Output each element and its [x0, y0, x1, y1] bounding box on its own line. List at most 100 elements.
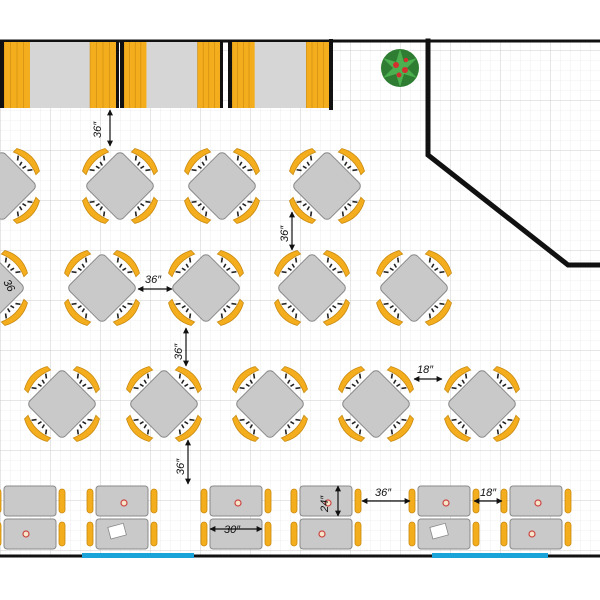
potted-plant-icon [381, 49, 419, 87]
four-top-table [338, 366, 414, 442]
chair [126, 366, 154, 394]
four-top-table [289, 148, 365, 224]
chair [112, 250, 140, 278]
four-top-table [274, 250, 350, 326]
chair [232, 366, 260, 394]
chair [168, 298, 196, 326]
chair [64, 298, 92, 326]
cup-icon [22, 530, 30, 538]
dim-row3-gap: 18″ [417, 364, 434, 376]
cup-icon [534, 499, 542, 507]
four-top-table [168, 250, 244, 326]
booth-bank [0, 42, 332, 108]
chair [322, 298, 350, 326]
chair [82, 196, 110, 224]
four-top-table [0, 250, 28, 326]
chair [386, 366, 414, 394]
four-top-table [376, 250, 452, 326]
chair [232, 196, 260, 224]
chair [112, 298, 140, 326]
chair [232, 148, 260, 176]
two-top-table [500, 485, 572, 517]
chair [174, 414, 202, 442]
dim-twotop-gap-a: 36″ [375, 487, 392, 499]
two-top-table [86, 518, 158, 550]
chair [376, 298, 404, 326]
menu-card-icon [429, 522, 449, 540]
four-top-table [232, 366, 308, 442]
two-top-table [0, 518, 66, 550]
chair [424, 298, 452, 326]
chair [130, 148, 158, 176]
chair [72, 366, 100, 394]
two-top-table [408, 485, 480, 517]
chair [72, 414, 100, 442]
dim-rows-2-3-vertical: 36″ [173, 343, 185, 360]
chair [0, 250, 28, 278]
chair [289, 196, 317, 224]
chair [24, 414, 52, 442]
dimension-labels: 36″ 36″ 36″ 36 36″ 18″ 36″ 24″ 30″ 36″ 1… [0, 121, 497, 536]
booth [0, 42, 119, 108]
booth [120, 42, 223, 108]
window-strips [82, 553, 548, 558]
chair [168, 250, 196, 278]
dim-row1-vertical: 36″ [279, 225, 291, 242]
chair [184, 148, 212, 176]
two-top-table [200, 485, 272, 517]
chair [386, 414, 414, 442]
chair [424, 250, 452, 278]
cup-icon [528, 530, 536, 538]
four-top-tables [0, 148, 520, 442]
chair [24, 366, 52, 394]
chair [338, 414, 366, 442]
four-top-table [0, 148, 40, 224]
chair [0, 298, 28, 326]
chair [444, 366, 472, 394]
chair [12, 196, 40, 224]
dim-twotop-width: 30″ [224, 524, 241, 536]
four-top-table [82, 148, 158, 224]
chair [322, 250, 350, 278]
cup-icon [442, 499, 450, 507]
four-top-table [24, 366, 100, 442]
chair [376, 250, 404, 278]
two-top-table [500, 518, 572, 550]
cup-icon [120, 499, 128, 507]
dim-row3-to-twotops: 36″ [175, 458, 187, 475]
chair [126, 414, 154, 442]
chair [174, 366, 202, 394]
chair [216, 250, 244, 278]
chair [337, 148, 365, 176]
cup-icon [324, 499, 332, 507]
four-top-table [444, 366, 520, 442]
chair [130, 196, 158, 224]
chair [492, 366, 520, 394]
chair [216, 298, 244, 326]
chair [280, 366, 308, 394]
chair [232, 414, 260, 442]
chair [444, 414, 472, 442]
chair [274, 298, 302, 326]
chair [280, 414, 308, 442]
chair [184, 196, 212, 224]
dim-row2-gap: 36″ [145, 274, 162, 286]
dimension-lines [107, 109, 503, 532]
chair [274, 250, 302, 278]
dim-twotop-depth: 24″ [319, 495, 331, 513]
booth [228, 42, 332, 108]
chair [12, 148, 40, 176]
cup-icon [318, 530, 326, 538]
chair [289, 148, 317, 176]
four-top-table [64, 250, 140, 326]
dim-booth-to-tables: 36″ [92, 121, 104, 138]
dim-twotop-gap-b: 18″ [480, 487, 497, 499]
menu-card-icon [107, 522, 127, 540]
two-top-table [0, 485, 66, 517]
two-top-table [86, 485, 158, 517]
chair [82, 148, 110, 176]
two-top-tables [0, 485, 572, 550]
four-top-table [126, 366, 202, 442]
two-top-table [408, 518, 480, 550]
